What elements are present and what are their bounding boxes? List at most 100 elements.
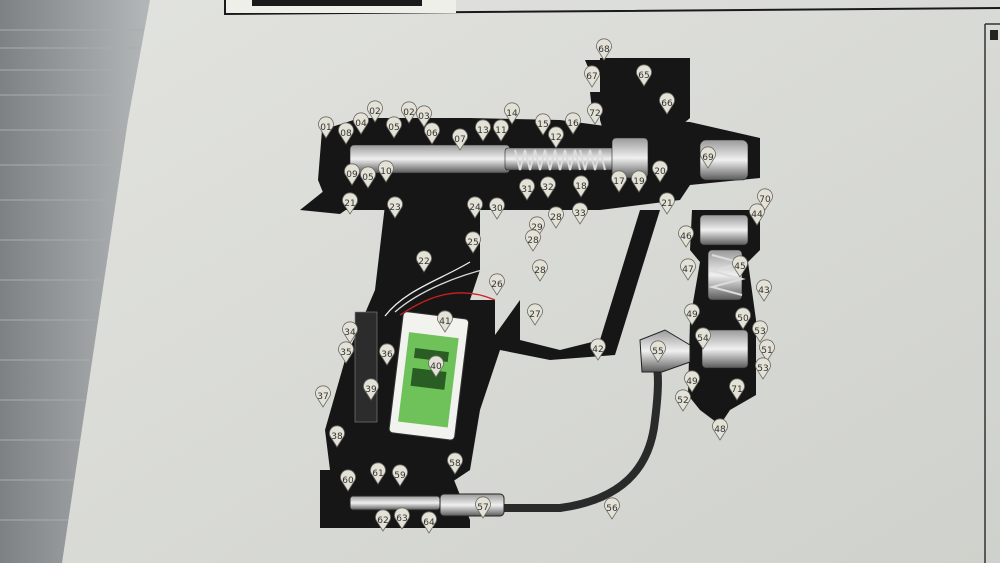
poster-side-frame — [984, 23, 1000, 563]
callout-pin-icon — [678, 225, 694, 248]
callout-pin-icon — [604, 497, 620, 520]
callout-label: 54 — [697, 334, 709, 344]
callout-pin-icon — [379, 343, 395, 366]
callout-69: 69 — [700, 146, 716, 169]
callout-label: 65 — [638, 71, 649, 81]
callout-pin-icon — [475, 119, 491, 142]
callout-pin-icon — [467, 196, 483, 219]
callout-pin-icon — [329, 425, 345, 448]
callout-label: 49 — [686, 310, 698, 320]
callout-label: 19 — [633, 177, 645, 187]
callout-pin-icon — [755, 357, 771, 380]
callout-57: 57 — [475, 496, 491, 519]
callout-pin-icon — [680, 258, 696, 281]
callout-pin-icon — [684, 370, 700, 393]
callout-label: 13 — [477, 126, 488, 136]
callout-pin-icon — [387, 196, 403, 219]
callout-label: 30 — [491, 204, 503, 214]
callout-72: 72 — [587, 102, 603, 125]
callout-pin-icon — [386, 116, 402, 139]
callout-34: 34 — [342, 321, 358, 344]
callout-25: 25 — [465, 231, 481, 254]
callout-63: 63 — [394, 507, 410, 530]
callout-67: 67 — [584, 65, 600, 88]
callout-29: 29 — [529, 216, 545, 239]
callout-label: 51 — [761, 346, 772, 356]
callout-label: 08 — [340, 129, 352, 139]
callout-pin-icon — [572, 202, 588, 225]
callout-label: 59 — [394, 471, 406, 481]
callout-label: 53 — [754, 327, 765, 337]
callout-17: 17 — [611, 170, 627, 193]
callout-pin-icon — [548, 206, 564, 229]
callout-02: 02 — [367, 100, 383, 123]
callout-pin-icon — [525, 229, 541, 252]
callout-pin-icon — [401, 101, 417, 124]
callout-pin-icon — [596, 38, 612, 61]
callout-label: 03 — [418, 112, 429, 122]
callout-label: 21 — [344, 199, 355, 209]
callout-28: 28 — [532, 259, 548, 282]
blind-slats — [0, 29, 150, 521]
callout-label: 55 — [652, 347, 663, 357]
callout-48: 48 — [712, 418, 728, 441]
callout-52: 52 — [675, 389, 691, 412]
callout-pin-icon — [375, 509, 391, 532]
callout-pin-icon — [416, 250, 432, 273]
callout-label: 66 — [661, 99, 673, 109]
callout-pin-icon — [318, 116, 334, 139]
callout-pin-icon — [424, 122, 440, 145]
callout-pin-icon — [712, 418, 728, 441]
callout-label: 24 — [469, 203, 481, 213]
callout-37: 37 — [315, 385, 331, 408]
callout-label: 36 — [381, 350, 393, 360]
callout-36: 36 — [379, 343, 395, 366]
callout-pin-icon — [636, 64, 652, 87]
callout-label: 16 — [567, 119, 579, 129]
hose-fitting — [439, 493, 505, 517]
callout-label: 15 — [537, 120, 548, 130]
callout-label: 01 — [320, 123, 331, 133]
poster-paper — [62, 0, 1000, 563]
callout-label: 26 — [491, 280, 503, 290]
callout-30: 30 — [489, 197, 505, 220]
callout-31: 31 — [519, 178, 535, 201]
callout-pin-icon — [611, 170, 627, 193]
callout-pin-icon — [675, 389, 691, 412]
callout-label: 56 — [606, 504, 618, 514]
callout-label: 11 — [495, 126, 506, 136]
callout-55: 55 — [650, 340, 666, 363]
callout-pin-icon — [757, 188, 773, 211]
callout-07: 07 — [452, 128, 468, 151]
callout-label: 57 — [477, 503, 488, 513]
callout-53: 53 — [755, 357, 771, 380]
callout-pin-icon — [315, 385, 331, 408]
callout-label: 05 — [388, 123, 399, 133]
callout-pin-icon — [493, 119, 509, 142]
callout-label: 10 — [380, 167, 392, 177]
callout-47: 47 — [680, 258, 696, 281]
callout-label: 43 — [758, 286, 769, 296]
callout-pin-icon — [489, 273, 505, 296]
callout-pin-icon — [759, 339, 775, 362]
callout-35: 35 — [338, 341, 354, 364]
callout-24: 24 — [467, 196, 483, 219]
callout-71: 71 — [729, 378, 745, 401]
callout-28: 28 — [548, 206, 564, 229]
callout-39: 39 — [363, 378, 379, 401]
callout-23: 23 — [387, 196, 403, 219]
callout-label: 27 — [529, 310, 540, 320]
callout-label: 48 — [714, 425, 726, 435]
callout-pin-icon — [489, 197, 505, 220]
callout-11: 11 — [493, 119, 509, 142]
callout-pin-icon — [587, 102, 603, 125]
poster-header-frame — [224, 0, 1000, 16]
callout-label: 49 — [686, 377, 698, 387]
callout-21: 21 — [659, 192, 675, 215]
callout-27: 27 — [527, 303, 543, 326]
callout-pin-icon — [659, 92, 675, 115]
callout-54: 54 — [695, 327, 711, 350]
callout-label: 37 — [317, 392, 328, 402]
callout-01: 01 — [318, 116, 334, 139]
callout-label: 02 — [403, 108, 414, 118]
